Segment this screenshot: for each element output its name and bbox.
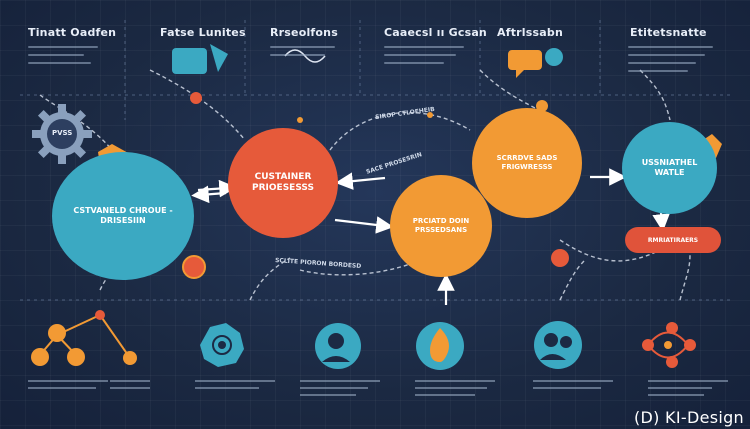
header-2: Fatse Lunites xyxy=(160,26,246,39)
column-dividers xyxy=(20,20,730,301)
right-teal-label: USSNIATHEL WATLE xyxy=(641,158,698,177)
right-teal-node: USSNIATHEL WATLE xyxy=(622,122,717,214)
header-1-text xyxy=(28,46,98,70)
person-icon xyxy=(315,323,361,369)
header-5: Aftrlssabn xyxy=(497,26,563,39)
left-node: CSTVANELD CHROUE - DRISESIIN xyxy=(52,152,194,280)
header-4-text xyxy=(384,46,464,70)
result-pill-label: RMRIATIRAERS xyxy=(647,236,699,244)
bottom-label-4 xyxy=(415,380,495,401)
watermark: (D) KI-Design xyxy=(633,408,744,427)
header-3: Rrseolfons xyxy=(270,26,338,39)
bottom-label-6 xyxy=(648,380,728,401)
network-icon xyxy=(31,310,137,366)
header-icons xyxy=(172,44,563,78)
customer-process-node: CUSTAINER PRIOESESSS xyxy=(228,128,338,238)
bottom-label-5 xyxy=(533,380,613,394)
bottom-label-3 xyxy=(300,380,380,401)
header-6-text xyxy=(628,46,713,78)
right-orange-node: SCRRDVE SADS FRIGWRESSS xyxy=(472,108,582,218)
header-3-text xyxy=(270,46,335,62)
header-4: Caaecsl ıı Gcsan xyxy=(384,26,487,39)
header-1: Tinatt Oadfen xyxy=(28,26,117,39)
process-node-label: PRCIATD DOIN PRSSEDSANS xyxy=(412,217,470,234)
flame-icon xyxy=(416,322,464,370)
gear-label: PVSS xyxy=(52,129,73,137)
bottom-label-1 xyxy=(28,380,108,394)
process-node: PRCIATD DOIN PRSSEDSANS xyxy=(390,175,492,277)
bottom-label-1b xyxy=(110,380,150,394)
left-node-label: CSTVANELD CHROUE - DRISESIIN xyxy=(73,206,173,225)
group-icon xyxy=(534,321,582,369)
right-orange-label: SCRRDVE SADS FRIGWRESSS xyxy=(496,154,558,171)
header-6: Etitetsnatte xyxy=(630,26,707,39)
gear-icon xyxy=(32,104,92,164)
bottom-label-2 xyxy=(195,380,275,394)
chain-icon xyxy=(642,322,696,368)
customer-process-label: CUSTAINER PRIOESESSS xyxy=(252,171,314,193)
result-pill: RMRIATIRAERS xyxy=(625,227,721,253)
spiral-icon xyxy=(200,323,244,367)
